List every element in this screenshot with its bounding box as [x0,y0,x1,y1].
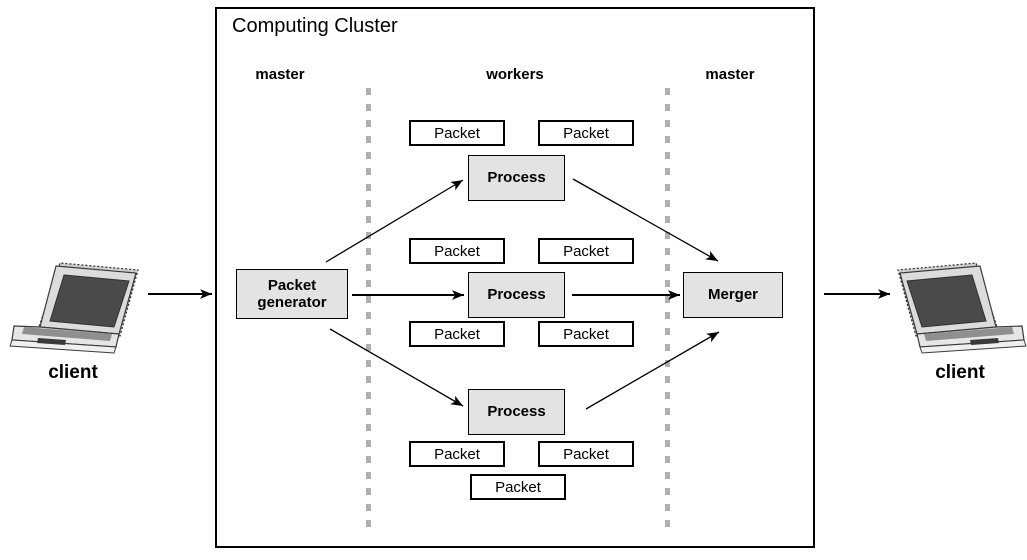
process-node-top: Process [468,155,565,201]
client-left-label: client [48,362,98,383]
workers-master-divider [665,88,670,530]
packet-box: Packet [535,321,634,350]
packet-box: Packet [535,441,634,470]
computing-cluster-boundary [215,7,815,548]
packet-box: Packet [467,474,566,503]
packet-box: Packet [406,441,505,470]
packet-box: Packet [406,120,505,149]
packet-generator-node: Packet generator [236,269,348,319]
packet-box: Packet [535,238,634,267]
process-node-middle: Process [468,272,565,318]
client-right-label: client [935,362,985,383]
client-left-laptop [8,248,148,363]
column-label-workers: workers [486,66,544,83]
packet-box: Packet [406,238,505,267]
process-node-bottom: Process [468,389,565,435]
column-label-master-right: master [705,66,755,83]
merger-node: Merger [683,272,783,318]
packet-box: Packet [406,321,505,350]
cluster-title: Computing Cluster [232,15,398,37]
packet-box: Packet [535,120,634,149]
client-right-laptop [888,248,1027,363]
master-workers-divider [366,88,371,530]
column-label-master-left: master [255,66,305,83]
